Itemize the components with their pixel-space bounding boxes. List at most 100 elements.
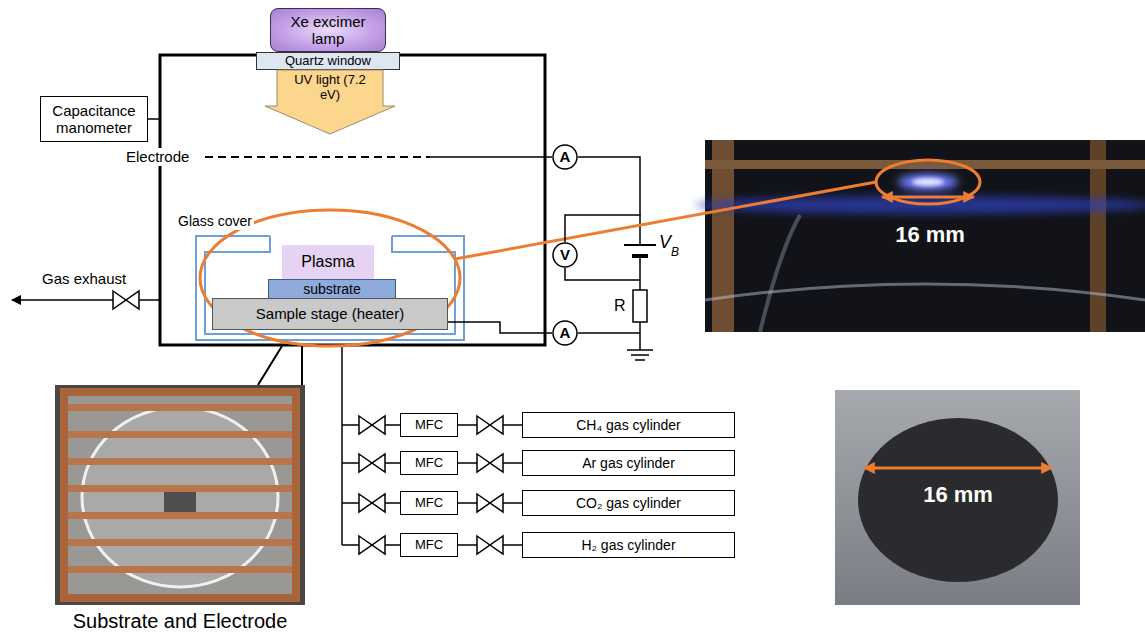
pipe-line (139, 299, 160, 301)
valve-symbol (359, 536, 385, 554)
highlight-line (455, 182, 876, 259)
node-text: Sample stage (heater) (256, 305, 404, 322)
text-group: Xe excimer lamp (278, 13, 379, 48)
glass-edge (760, 215, 800, 332)
mfc-box: MFC (400, 451, 458, 475)
text-group: CH₄ gas cylinder (576, 417, 681, 433)
ground-symbol (627, 349, 653, 351)
ground-symbol (631, 354, 649, 356)
valve-symbol (477, 416, 503, 434)
wire-line (639, 256, 641, 290)
part-label: Gas exhaust (42, 270, 126, 288)
valve-symbol (359, 494, 385, 512)
wire-line (430, 156, 552, 158)
mesh-electrode (205, 156, 430, 158)
inset-photo (55, 385, 305, 605)
exhaust-arrow (12, 299, 113, 301)
electrode-bar (66, 485, 294, 492)
cylinder-box: H₂ gas cylinder (522, 532, 735, 557)
meter-circle (553, 243, 577, 267)
text-group: A (560, 148, 571, 165)
electrode-bar (66, 512, 294, 519)
text-group: MFC (415, 418, 443, 433)
glass-cover (205, 236, 455, 334)
electrode-bar (66, 458, 294, 465)
node-text: CO₂ gas cylinder (576, 495, 681, 511)
electrode-bar (66, 566, 294, 573)
dimension-label: 16 mm (880, 222, 980, 248)
node-text: Xe excimer lamp (278, 13, 379, 48)
node-text: Ar gas cylinder (582, 455, 675, 471)
plasma-box: Plasma (282, 245, 374, 280)
ammeter-symbol: A (552, 144, 578, 170)
text-group: UV light (7.2 eV) (288, 73, 372, 103)
electrode-bar (66, 539, 294, 546)
text-group: Capacitance manometer (48, 102, 141, 137)
signal-subscript: B (671, 245, 679, 259)
substrate-box: substrate (268, 279, 396, 298)
cylinder-box: CH₄ gas cylinder (522, 412, 735, 437)
wire-line (639, 215, 641, 245)
callout-line (301, 346, 303, 385)
signal-name: V (659, 232, 671, 254)
glass-cover (196, 236, 464, 340)
node-text: MFC (415, 538, 443, 553)
text-group: Plasma (301, 253, 354, 271)
valve-symbol (359, 416, 385, 434)
meter-circle (553, 321, 577, 345)
node-text: H₂ gas cylinder (581, 537, 675, 553)
valve-symbol (113, 291, 139, 309)
node-text: Quartz window (285, 54, 371, 69)
text-group: MFC (415, 456, 443, 471)
text-group: substrate (303, 281, 361, 297)
text-group: A (560, 324, 571, 341)
node-text: CH₄ gas cylinder (576, 417, 681, 433)
cylinder-box: CO₂ gas cylinder (522, 490, 735, 515)
cylinder-box: Ar gas cylinder (522, 450, 735, 475)
component-label: R (614, 296, 626, 315)
mfc-box: MFC (400, 491, 458, 515)
electrode-bar (66, 431, 294, 438)
plasma-core (912, 178, 944, 186)
text-group: V (560, 246, 570, 263)
resistor-symbol (633, 290, 647, 322)
wire-line (565, 268, 640, 280)
pipe-line (341, 345, 343, 545)
text-group: H₂ gas cylinder (581, 537, 675, 553)
node-text: V (560, 246, 570, 263)
photo-caption: Substrate and Electrode (55, 609, 305, 633)
mfc-box: MFC (400, 533, 458, 557)
voltmeter-symbol: V (552, 242, 578, 268)
text-group: CO₂ gas cylinder (576, 495, 681, 511)
chamber-wall (160, 55, 545, 345)
light-arrow (265, 70, 395, 134)
inset-photo (64, 392, 296, 598)
valve-symbol (477, 454, 503, 472)
node-text: Plasma (301, 253, 354, 271)
window-box: Quartz window (256, 52, 400, 70)
part-label: Glass cover (176, 213, 254, 230)
highlight-ring (876, 160, 980, 204)
meter-circle (553, 145, 577, 169)
valve-symbol (359, 454, 385, 472)
wire-line (578, 332, 640, 334)
text-group: MFC (415, 538, 443, 553)
node-text: A (560, 324, 571, 341)
gauge-line (148, 118, 160, 120)
uv-arrow: UV light (7.2 eV) (265, 70, 395, 134)
highlight-ring (200, 210, 460, 346)
wire-line (448, 322, 552, 333)
node-text: MFC (415, 456, 443, 471)
node-text: MFC (415, 496, 443, 511)
substrate-photo (835, 390, 1080, 605)
wire-line (639, 322, 641, 350)
node-text: MFC (415, 418, 443, 433)
mfc-box: MFC (400, 413, 458, 437)
lamp-box: Xe excimer lamp (270, 8, 386, 52)
node-text: Capacitance manometer (48, 102, 141, 137)
plasma-photo (705, 140, 1145, 332)
electrode-bar (66, 404, 294, 411)
dimension-label: 16 mm (908, 482, 1008, 508)
wire-line (565, 157, 640, 242)
